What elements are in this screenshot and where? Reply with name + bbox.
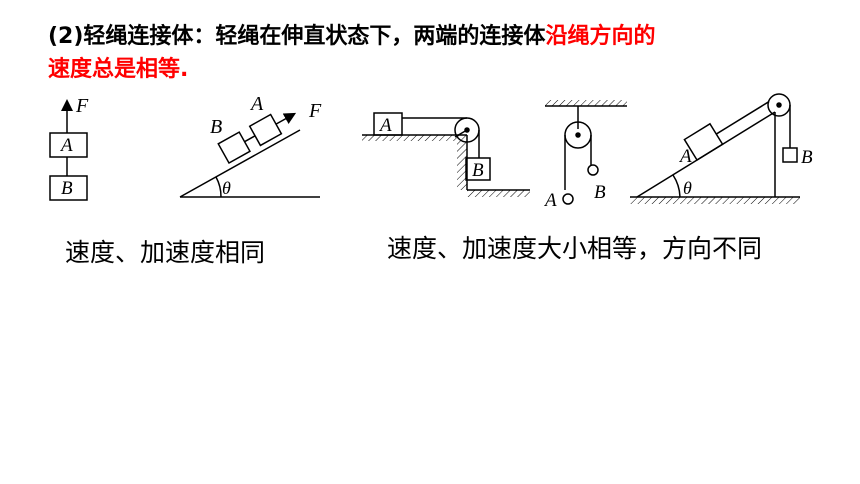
heading-prefix: (2) [48, 24, 84, 49]
rope-incline [715, 100, 770, 135]
block-a-incline [248, 113, 283, 147]
diagram-incline-pulley [630, 93, 800, 204]
section-heading: (2)轻绳连接体：轻绳在伸直状态下，两端的连接体沿绳方向的速度总是相等. [48, 20, 808, 86]
block-b-incline [217, 131, 251, 165]
angle-arc [215, 176, 222, 198]
angle-arc-2 [672, 174, 681, 198]
diagram-vertical-stack [49, 99, 88, 201]
d4-label-b: B [594, 182, 606, 203]
block-b-hanging [465, 157, 491, 181]
table-side-hatch [457, 141, 467, 190]
d5-label-theta: θ [683, 178, 692, 198]
d2-label-b: B [210, 116, 222, 138]
d5-label-b: B [801, 147, 813, 168]
d2-label-a: A [249, 93, 264, 115]
floor-hatch [467, 190, 530, 197]
ball-a [562, 193, 574, 205]
block-a-table [373, 112, 403, 136]
block-b [49, 175, 88, 201]
rope-b-a [244, 135, 256, 143]
ceiling-hatch [545, 100, 627, 106]
d3-label-b: B [472, 160, 484, 181]
d1-label-f: F [75, 95, 89, 117]
block-a [49, 132, 88, 158]
d2-label-f: F [308, 100, 322, 122]
incline-surface [179, 129, 301, 198]
heading-red-text-2: 速度总是相等. [48, 57, 189, 82]
caption-equal-magnitude: 速度、加速度大小相等，方向不同 [387, 234, 763, 263]
block-b-hanging-2 [782, 147, 798, 163]
d1-label-b: B [61, 178, 73, 199]
heading-red-text-1: 沿绳方向的 [545, 24, 656, 49]
diagram-incline-pull [179, 112, 320, 198]
pulley-ceiling-axle [575, 132, 581, 138]
diagram-table-pulley [362, 112, 530, 197]
table-hatch [362, 135, 467, 141]
heading-black-text: 轻绳连接体：轻绳在伸直状态下，两端的连接体 [83, 24, 546, 49]
d5-label-a: A [678, 146, 692, 167]
d3-label-a: A [378, 115, 392, 136]
pulley-incline-axle [776, 102, 782, 108]
ball-b [587, 164, 599, 176]
d4-label-a: A [543, 190, 557, 211]
caption-same-velocity: 速度、加速度相同 [65, 238, 266, 267]
d2-label-theta: θ [222, 178, 231, 198]
pulley-mount [454, 129, 468, 138]
d1-label-a: A [59, 135, 73, 156]
diagram-ceiling-pulley [545, 100, 627, 205]
force-arrow-incline [275, 112, 297, 125]
ground-hatch-2 [630, 197, 800, 204]
